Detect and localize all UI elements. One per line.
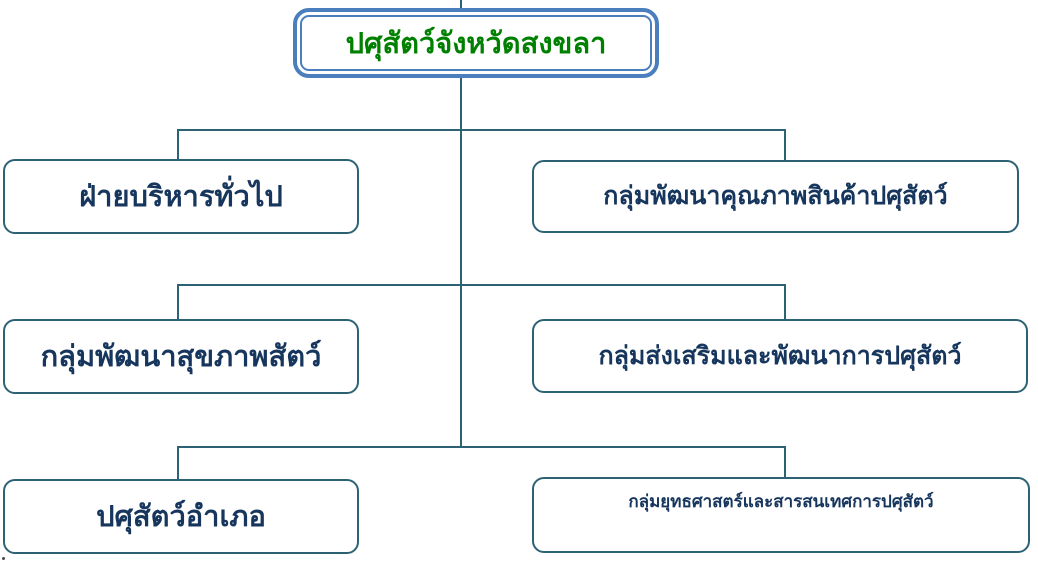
- connector-row3-left-stub: [177, 446, 179, 481]
- org-node-animal-health-development-group: กลุ่มพัฒนาสุขภาพสัตว์: [3, 319, 359, 394]
- org-node-livestock-promotion-and-development-group: กลุ่มส่งเสริมและพัฒนาการปศุสัตว์: [532, 319, 1028, 393]
- stray-dot: [2, 557, 5, 560]
- connector-row3-horizontal: [177, 446, 786, 448]
- connector-row3-right-stub: [784, 446, 786, 479]
- org-node-label: ฝ่ายบริหารทั่วไป: [79, 179, 283, 214]
- connector-row1-left-stub: [177, 129, 179, 161]
- org-node-livestock-strategy-and-information-group: กลุ่มยุทธศาสตร์และสารสนเทศการปศุสัตว์: [532, 477, 1030, 553]
- org-node-label: กลุ่มยุทธศาสตร์และสารสนเทศการปศุสัตว์: [628, 492, 934, 512]
- connector-row1-right-stub: [784, 129, 786, 162]
- org-node-label: กลุ่มส่งเสริมและพัฒนาการปศุสัตว์: [598, 340, 962, 370]
- connector-main-vertical: [460, 77, 462, 448]
- org-node-label: ปศุสัตว์อำเภอ: [96, 499, 266, 534]
- connector-row1-horizontal: [177, 129, 786, 131]
- connector-row2-horizontal: [177, 284, 786, 286]
- org-node-label: กลุ่มพัฒนาสุขภาพสัตว์: [40, 339, 322, 374]
- connector-row2-right-stub: [784, 284, 786, 321]
- org-node-general-administration: ฝ่ายบริหารทั่วไป: [3, 159, 359, 234]
- connector-row2-left-stub: [177, 284, 179, 321]
- org-node-livestock-product-quality-development-group: กลุ่มพัฒนาคุณภาพสินค้าปศุสัตว์: [532, 160, 1019, 233]
- org-node-root-label: ปศุสัตว์จังหวัดสงขลา: [345, 25, 607, 60]
- org-node-provincial-livestock-office: ปศุสัตว์จังหวัดสงขลา: [293, 8, 659, 78]
- connector-root-top-stub: [460, 0, 462, 9]
- org-node-root-inner-border: ปศุสัตว์จังหวัดสงขลา: [300, 15, 652, 71]
- org-node-label: กลุ่มพัฒนาคุณภาพสินค้าปศุสัตว์: [603, 181, 948, 211]
- org-node-district-livestock-office: ปศุสัตว์อำเภอ: [3, 479, 359, 554]
